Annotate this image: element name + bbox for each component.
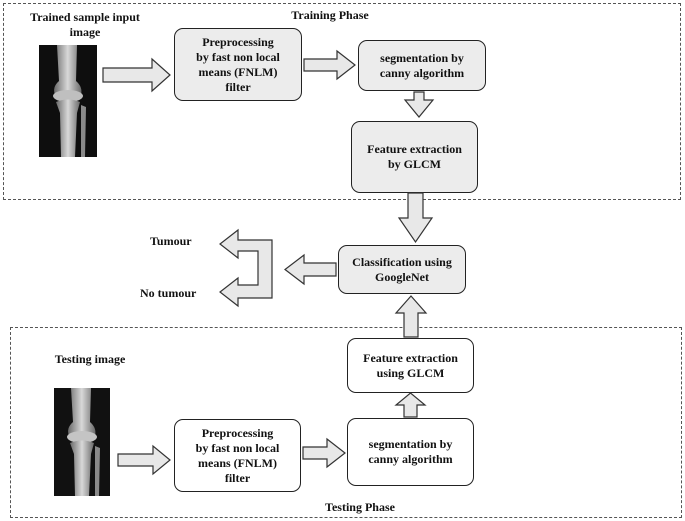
- testing-feature-extraction-box: Feature extraction using GLCM: [347, 338, 474, 393]
- training-xray-image: [39, 45, 97, 157]
- arrow-training-image-to-preprocessing: [102, 57, 171, 93]
- training-segmentation-box: segmentation by canny algorithm: [358, 40, 486, 91]
- testing-segmentation-box: segmentation by canny algorithm: [347, 418, 474, 486]
- training-phase-frame: [3, 3, 681, 200]
- no-tumour-label: No tumour: [140, 286, 197, 300]
- testing-phase-title: Testing Phase: [325, 500, 395, 514]
- arrow-training-segmentation-to-feature: [403, 91, 435, 118]
- arrow-output-bracket: [219, 228, 273, 308]
- testing-input-label: Testing image: [54, 352, 126, 366]
- training-input-label: Trained sample input image: [30, 10, 140, 39]
- arrow-training-preprocessing-to-segmentation: [303, 49, 356, 81]
- training-phase-title: Training Phase: [291, 8, 369, 22]
- arrow-testing-feature-to-classification: [394, 295, 428, 338]
- testing-preprocessing-box: Preprocessing by fast non local means (F…: [174, 419, 301, 492]
- training-feature-extraction-box: Feature extraction by GLCM: [351, 121, 478, 193]
- tumour-label: Tumour: [150, 234, 192, 248]
- arrow-testing-segmentation-to-feature: [394, 392, 427, 418]
- arrow-testing-image-to-preprocessing: [117, 444, 171, 476]
- arrow-classification-to-output: [284, 253, 337, 286]
- training-preprocessing-box: Preprocessing by fast non local means (F…: [174, 28, 302, 101]
- testing-phase-frame: [10, 327, 682, 518]
- arrow-testing-preprocessing-to-segmentation: [302, 437, 346, 469]
- arrow-training-feature-to-classification: [397, 192, 434, 244]
- testing-xray-image: [54, 388, 110, 496]
- classification-box: Classification using GoogleNet: [338, 245, 466, 294]
